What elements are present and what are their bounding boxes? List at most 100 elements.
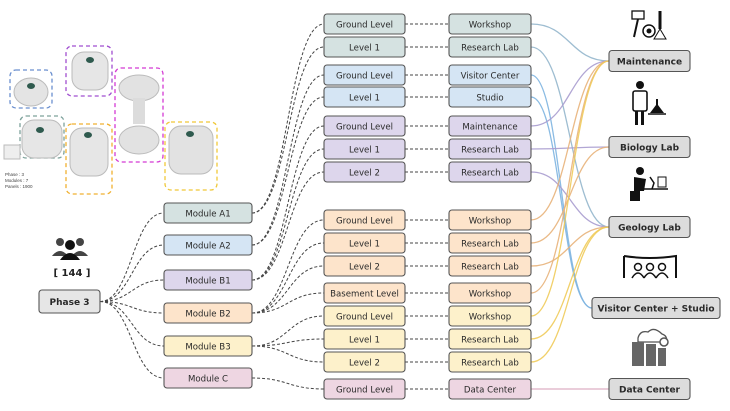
module-level-link	[251, 23, 325, 214]
phase-node[interactable]: Phase 3	[38, 289, 101, 314]
server-cloud-icon	[632, 328, 669, 366]
program-node-label: Maintenance	[462, 122, 517, 132]
phase-module-link	[99, 301, 165, 347]
program-node-label: Research Lab	[461, 239, 519, 249]
level-node-label: Level 1	[349, 43, 380, 53]
program-node[interactable]: Workshop	[448, 209, 532, 231]
module-level-link	[251, 338, 325, 347]
level-node[interactable]: Ground Level	[323, 305, 406, 327]
program-node[interactable]: Research Lab	[448, 255, 532, 277]
program-node-label: Research Lab	[461, 358, 519, 368]
people-group-icon	[52, 238, 88, 260]
program-node[interactable]: Data Center	[448, 378, 532, 400]
module-node[interactable]: Module A2	[163, 234, 253, 256]
program-destination-link	[530, 46, 610, 228]
program-node[interactable]: Studio	[448, 86, 532, 108]
module-node[interactable]: Module A1	[163, 202, 253, 224]
program-node[interactable]: Workshop	[448, 13, 532, 35]
destination-maintenance[interactable]: Maintenance	[608, 49, 691, 73]
phase-node-label: Phase 3	[50, 298, 90, 308]
program-destination-link	[530, 226, 610, 267]
module-level-link	[251, 96, 325, 246]
module-node[interactable]: Module C	[163, 367, 253, 389]
module-level-link	[251, 242, 325, 314]
program-destination-link	[530, 60, 610, 221]
destination-maintenance-label: Maintenance	[617, 57, 682, 67]
level-node[interactable]: Ground Level	[323, 209, 406, 231]
module-node[interactable]: Module B2	[163, 302, 253, 324]
level-node[interactable]: Ground Level	[323, 13, 406, 35]
stat-modules: Modules : 7	[5, 178, 29, 183]
program-node[interactable]: Research Lab	[448, 351, 532, 373]
module-level-link	[251, 345, 325, 363]
program-node-label: Research Lab	[461, 43, 519, 53]
level-node[interactable]: Level 1	[323, 86, 406, 108]
level-node-label: Level 1	[349, 93, 380, 103]
destination-data-label: Data Center	[619, 385, 681, 395]
module-level-link	[251, 74, 325, 246]
program-node[interactable]: Workshop	[448, 282, 532, 304]
level-node[interactable]: Level 1	[323, 328, 406, 350]
program-node[interactable]: Research Lab	[448, 328, 532, 350]
level-node[interactable]: Ground Level	[323, 115, 406, 137]
program-node[interactable]: Maintenance	[448, 115, 532, 137]
program-destination-link	[530, 226, 610, 340]
program-node-label: Workshop	[469, 312, 511, 322]
level-node-label: Ground Level	[336, 20, 393, 30]
stat-panels: Panels : 1900	[5, 184, 33, 189]
program-destination-link	[530, 60, 610, 127]
level-node-label: Ground Level	[336, 312, 393, 322]
program-node-label: Workshop	[469, 216, 511, 226]
program-node-label: Studio	[476, 93, 503, 103]
level-node[interactable]: Level 2	[323, 255, 406, 277]
level-node-label: Ground Level	[336, 71, 393, 81]
tools-icon	[631, 10, 667, 40]
audience-screen-icon	[623, 254, 677, 279]
module-node[interactable]: Module B3	[163, 335, 253, 357]
program-destination-link	[530, 23, 610, 62]
program-node[interactable]: Research Lab	[448, 161, 532, 183]
phase-module-link	[99, 244, 165, 302]
level-node[interactable]: Level 1	[323, 36, 406, 58]
destination-visitor[interactable]: Visitor Center + Studio	[591, 296, 721, 320]
module-level-link	[251, 219, 325, 314]
program-node-label: Research Lab	[461, 262, 519, 272]
level-node[interactable]: Level 1	[323, 232, 406, 254]
level-node[interactable]: Ground Level	[323, 64, 406, 86]
level-node[interactable]: Basement Level	[323, 282, 406, 304]
level-node-label: Level 1	[349, 335, 380, 345]
destination-geology[interactable]: Geology Lab	[608, 215, 691, 239]
program-node[interactable]: Research Lab	[448, 138, 532, 160]
program-destination-link	[530, 146, 610, 150]
program-node-label: Research Lab	[461, 168, 519, 178]
level-node-label: Ground Level	[336, 385, 393, 395]
level-node[interactable]: Level 2	[323, 351, 406, 373]
program-node[interactable]: Visitor Center	[448, 64, 532, 86]
stat-phase: Phase : 3	[5, 172, 25, 177]
destination-biology[interactable]: Biology Lab	[608, 135, 691, 159]
program-node-label: Research Lab	[461, 145, 519, 155]
program-destination-link	[530, 60, 610, 317]
program-destination-link	[530, 226, 610, 363]
habitat-3d-model	[3, 45, 218, 195]
destination-data[interactable]: Data Center	[608, 377, 691, 401]
phase-module-link	[99, 279, 165, 302]
program-destination-link	[530, 171, 610, 228]
level-node[interactable]: Level 2	[323, 161, 406, 183]
level-node[interactable]: Ground Level	[323, 378, 406, 400]
program-node[interactable]: Research Lab	[448, 36, 532, 58]
module-node[interactable]: Module B1	[163, 269, 253, 291]
microscope-researcher-icon	[630, 167, 668, 201]
level-node-label: Level 2	[349, 262, 380, 272]
module-node-label: Module A2	[185, 241, 230, 251]
module-level-link	[251, 148, 325, 281]
program-node[interactable]: Research Lab	[448, 232, 532, 254]
scientist-icon	[632, 81, 666, 125]
module-level-link	[251, 46, 325, 214]
phase-module-link	[99, 301, 165, 314]
module-node-label: Module B2	[185, 309, 230, 319]
level-node[interactable]: Level 1	[323, 138, 406, 160]
destination-geology-label: Geology Lab	[618, 223, 681, 233]
program-node[interactable]: Workshop	[448, 305, 532, 327]
